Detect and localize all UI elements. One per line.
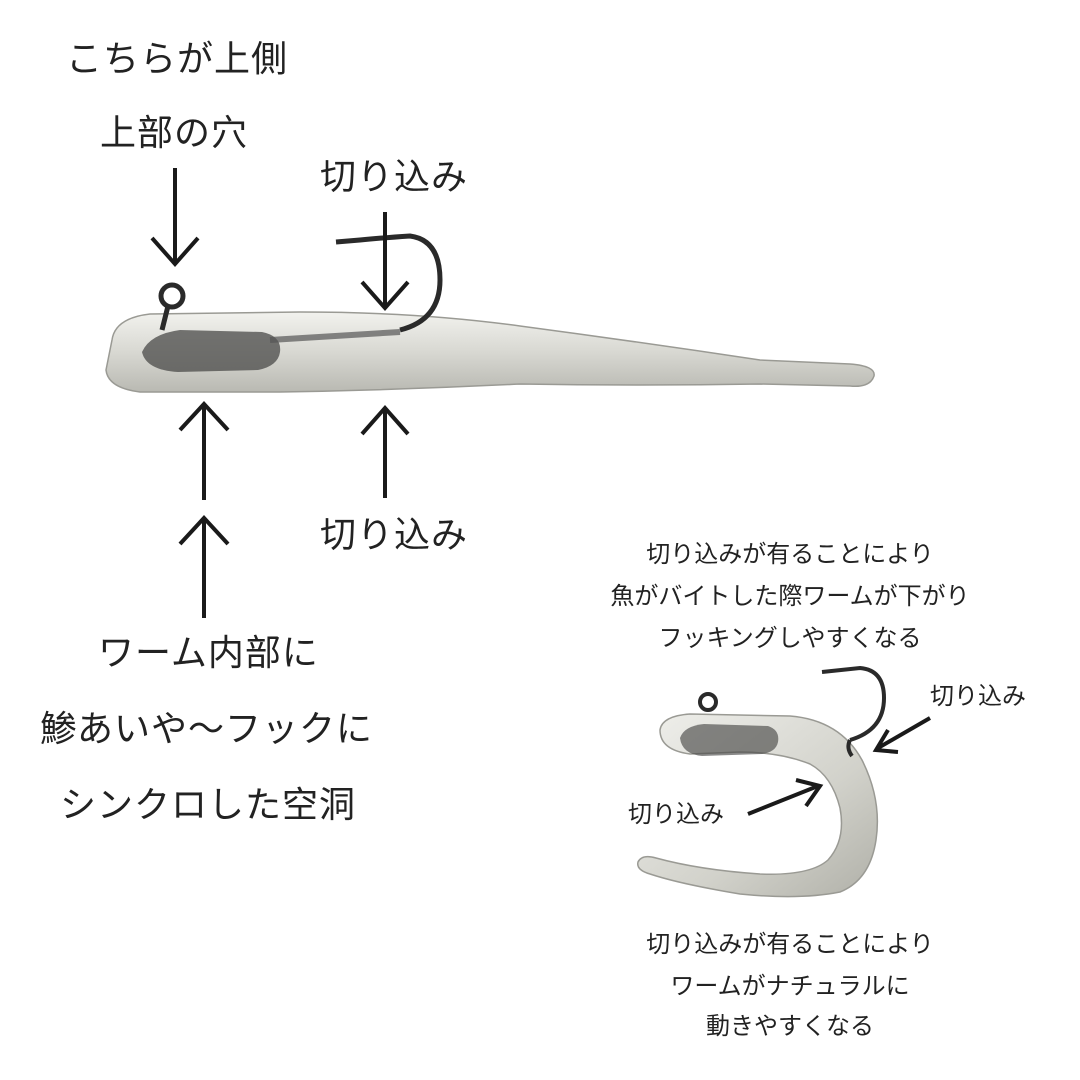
bent-worm <box>637 665 887 898</box>
cavity-text-line2: 鯵あいや～フックに <box>40 709 374 750</box>
motion-note-line3: 動きやすくなる <box>706 1012 874 1040</box>
straight-worm <box>105 233 875 393</box>
cavity-text-line1: ワーム内部に <box>98 633 319 674</box>
hook-bend <box>335 233 443 333</box>
hook-note-line2: 魚がバイトした際ワームが下がり <box>610 582 970 610</box>
hook-note-line1: 切り込みが有ることにより <box>646 540 934 568</box>
cavity-text-line3: シンクロした空洞 <box>60 785 357 826</box>
worm-body <box>105 311 875 393</box>
bent-jig-head <box>680 724 779 756</box>
arrow-up-cavity-lower <box>178 515 230 618</box>
small-slit-left-label: 切り込み <box>628 800 724 828</box>
bent-worm-body <box>637 713 879 898</box>
arrow-small-left <box>747 778 824 816</box>
main-arrows <box>150 168 410 618</box>
jig-head <box>142 330 281 372</box>
arrow-down-slit <box>360 212 410 312</box>
slit-top-label: 切り込み <box>320 157 469 198</box>
top-side-label: こちらが上側 <box>66 39 289 80</box>
arrow-up-cavity-upper <box>178 401 230 500</box>
hook-shank <box>269 329 401 343</box>
bent-hook <box>821 665 887 742</box>
arrow-down-hole <box>150 168 200 268</box>
motion-note-line2: ワームがナチュラルに <box>670 972 910 1000</box>
small-slit-right-label: 切り込み <box>930 682 1026 710</box>
arrow-up-slit <box>360 404 410 498</box>
eyelet <box>158 282 186 310</box>
motion-note-line1: 切り込みが有ることにより <box>646 930 934 958</box>
small-arrows <box>747 716 931 816</box>
hook-note-line3: フッキングしやすくなる <box>658 624 922 652</box>
top-hole-label: 上部の穴 <box>100 113 249 154</box>
slit-bottom-label: 切り込み <box>320 515 469 556</box>
arrow-small-right <box>872 716 931 754</box>
bent-eyelet <box>698 692 718 712</box>
